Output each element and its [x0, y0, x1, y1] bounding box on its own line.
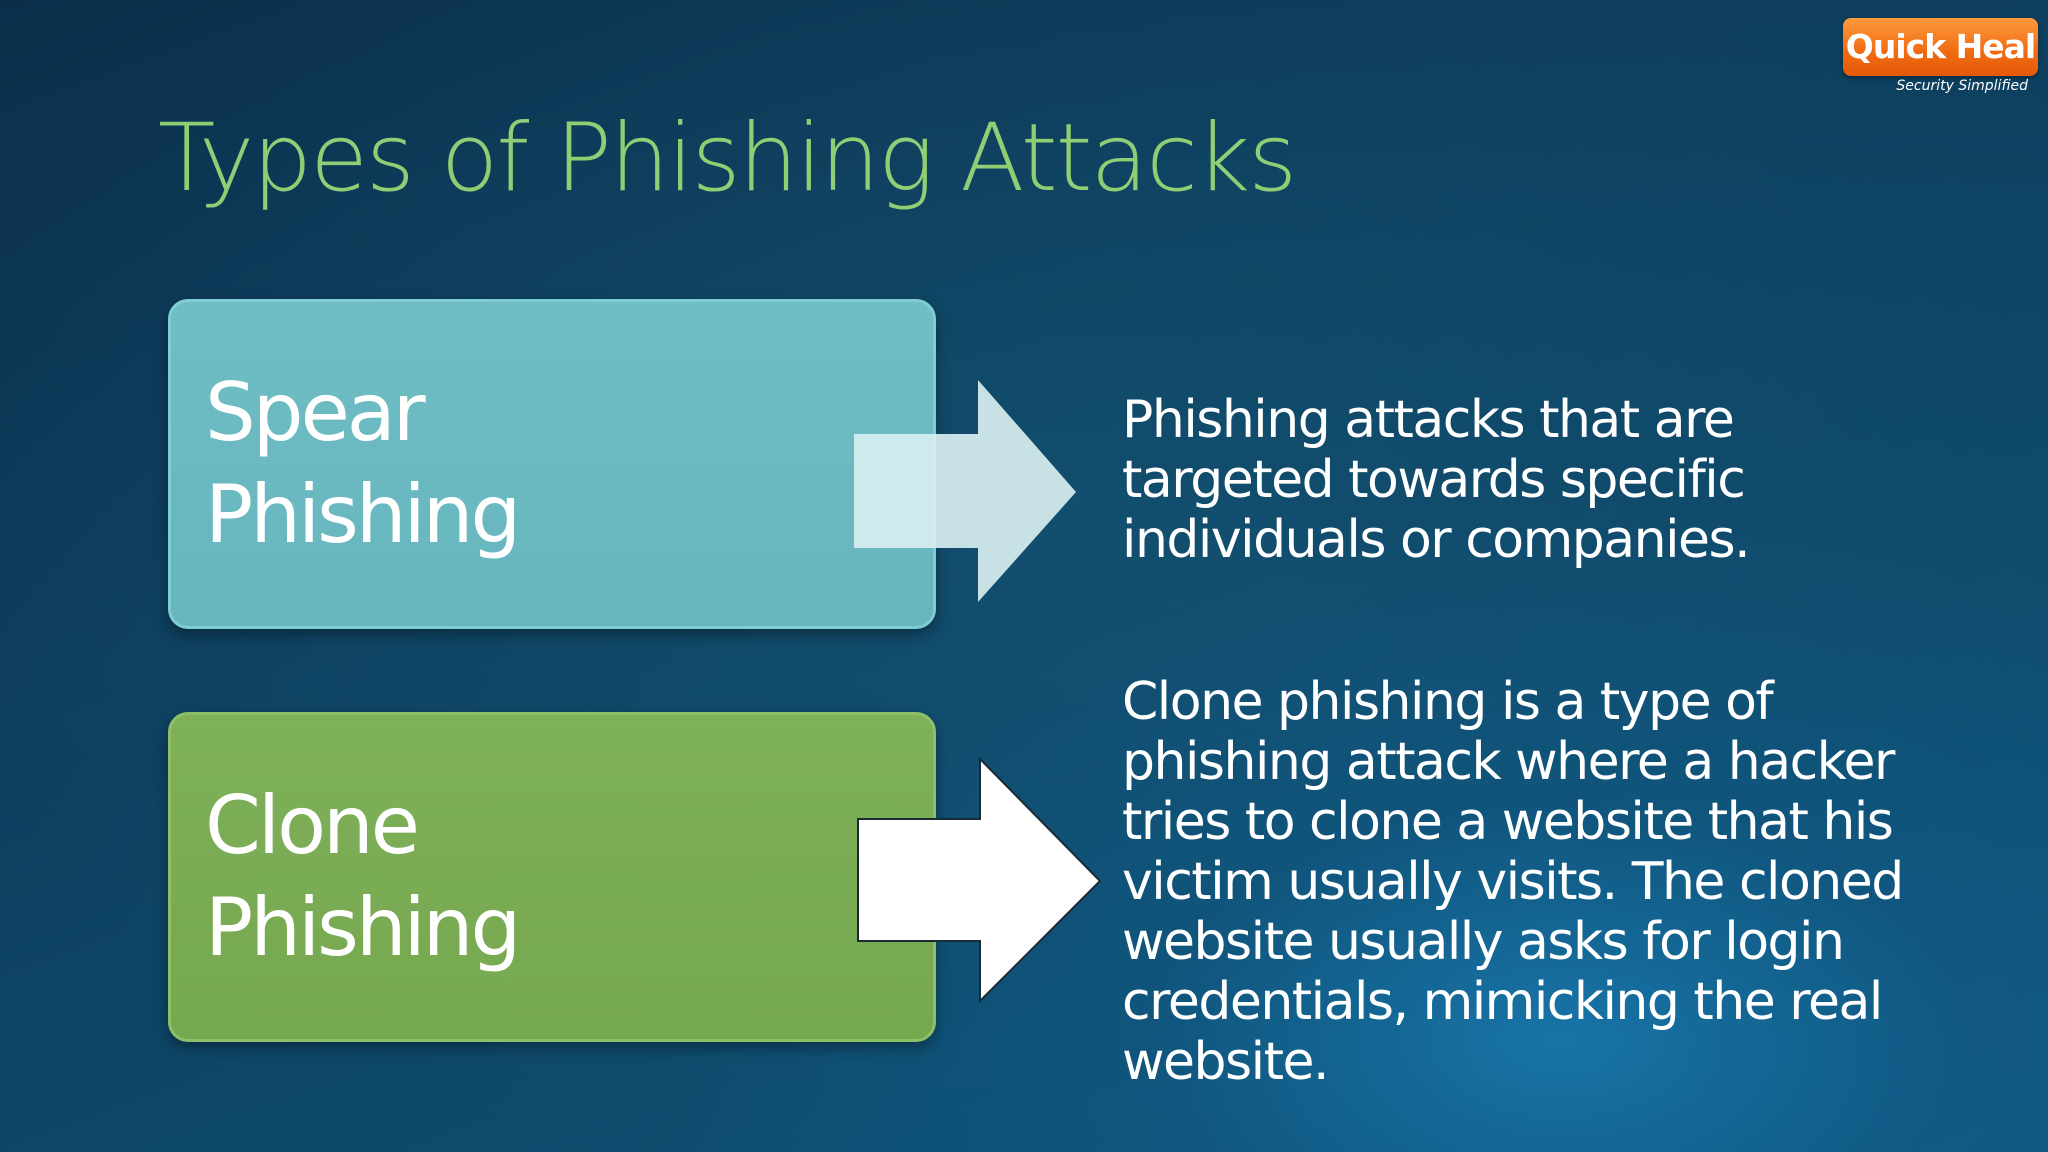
- right-arrow-icon: [854, 380, 1076, 602]
- label-line: Clone: [205, 779, 420, 872]
- clone-phishing-box: Clone Phishing: [168, 712, 936, 1042]
- logo-wordmark: Quick Heal: [1843, 18, 2038, 76]
- label-line: Phishing: [205, 468, 521, 561]
- description-line: Phishing attacks that are: [1122, 390, 1735, 450]
- quick-heal-logo: Quick Heal Security Simplified: [1843, 18, 2038, 98]
- spear-phishing-description: Phishing attacks that are targeted towar…: [1122, 390, 1751, 570]
- spear-phishing-label: Spear Phishing: [205, 362, 521, 566]
- description-line: website usually asks for login: [1122, 912, 1845, 972]
- right-arrow-icon: [857, 757, 1102, 1004]
- description-line: tries to clone a website that his: [1122, 792, 1894, 852]
- description-line: targeted towards specific: [1122, 450, 1746, 510]
- description-line: credentials, mimicking the real: [1122, 972, 1883, 1032]
- spear-phishing-box: Spear Phishing: [168, 299, 936, 629]
- description-line: phishing attack where a hacker: [1122, 732, 1895, 792]
- label-line: Phishing: [205, 881, 521, 974]
- clone-phishing-description: Clone phishing is a type of phishing att…: [1122, 672, 1904, 1092]
- slide-title: Types of Phishing Attacks: [158, 104, 1297, 213]
- label-line: Spear: [205, 366, 426, 459]
- clone-phishing-label: Clone Phishing: [205, 775, 521, 979]
- description-line: victim usually visits. The cloned: [1122, 852, 1904, 912]
- description-line: individuals or companies.: [1122, 510, 1751, 570]
- description-line: Clone phishing is a type of: [1122, 672, 1774, 732]
- logo-tagline: Security Simplified: [1896, 78, 2028, 94]
- description-line: website.: [1122, 1032, 1329, 1092]
